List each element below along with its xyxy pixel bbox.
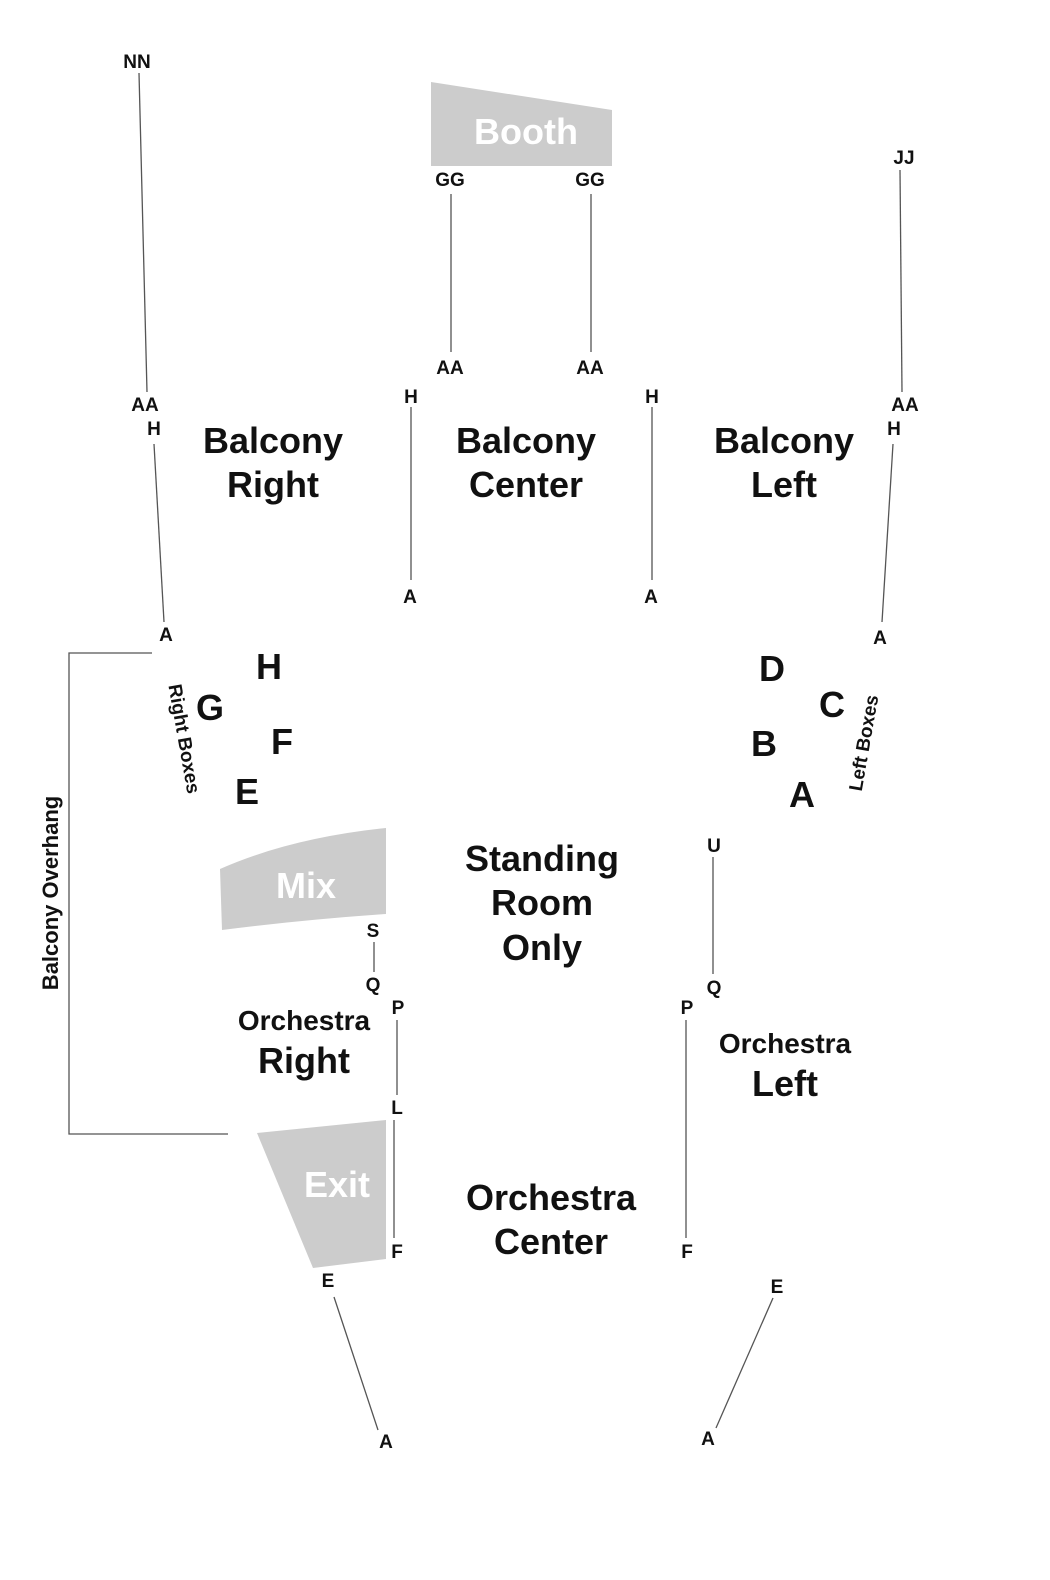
- row-marker-gg-left: GG: [435, 170, 465, 191]
- far-right-lower-line: [153, 443, 165, 623]
- row-marker-a-front-left: A: [379, 1432, 393, 1453]
- standing-line2: Room: [491, 882, 593, 923]
- exit-block: [257, 1120, 386, 1268]
- row-marker-gg-right: GG: [575, 170, 605, 191]
- row-marker-p-left: P: [681, 998, 694, 1019]
- row-marker-q-left: Q: [707, 978, 722, 999]
- row-marker-p-right: P: [392, 998, 405, 1019]
- row-marker-a-far-left: A: [873, 628, 887, 649]
- balcony-left-line2: Left: [751, 464, 817, 505]
- row-marker-h-center-left: H: [404, 387, 418, 408]
- far-right-upper-line: [138, 72, 148, 393]
- orchestra-left-line2: Left: [752, 1063, 818, 1104]
- row-marker-f-right: F: [681, 1242, 693, 1263]
- row-marker-a-front-right: A: [701, 1429, 715, 1450]
- left-boxes-label: Left Boxes: [846, 693, 884, 792]
- row-marker-h-center-right: H: [645, 387, 659, 408]
- row-marker-q-right: Q: [366, 975, 381, 996]
- row-marker-a-far-right: A: [159, 625, 173, 646]
- row-marker-a-center-right: A: [644, 587, 658, 608]
- row-marker-f-left: F: [391, 1242, 403, 1263]
- orchestra-left-line1: Orchestra: [719, 1028, 852, 1059]
- left-box-c: C: [819, 684, 845, 725]
- row-marker-aa-far-right: AA: [131, 395, 159, 416]
- standing-line3: Only: [502, 927, 582, 968]
- left-box-a: A: [789, 774, 815, 815]
- row-marker-u: U: [707, 836, 721, 857]
- front-left-line: [333, 1296, 379, 1431]
- balcony-right-line2: Right: [227, 464, 319, 505]
- orchestra-right-line1: Orchestra: [238, 1005, 371, 1036]
- standing-line1: Standing: [465, 838, 619, 879]
- row-marker-aa-far-left: AA: [891, 395, 919, 416]
- far-left-lower-line: [881, 443, 894, 623]
- row-marker-aa-center-left: AA: [436, 358, 464, 379]
- booth-block: [431, 82, 612, 166]
- mix-block: [220, 828, 386, 930]
- row-marker-e-right: E: [771, 1277, 784, 1298]
- balcony-left-line1: Balcony: [714, 420, 854, 461]
- right-box-e: E: [235, 771, 259, 812]
- row-marker-aa-center-right: AA: [576, 358, 604, 379]
- row-marker-jj: JJ: [893, 148, 914, 169]
- row-marker-a-center-left: A: [403, 587, 417, 608]
- orchestra-center-line1: Orchestra: [466, 1177, 637, 1218]
- exit-label: Exit: [304, 1164, 370, 1205]
- balcony-center-line1: Balcony: [456, 420, 596, 461]
- left-box-b: B: [751, 723, 777, 764]
- row-marker-l: L: [391, 1098, 403, 1119]
- row-marker-h-far-right: H: [147, 419, 161, 440]
- left-box-d: D: [759, 648, 785, 689]
- booth-label: Booth: [474, 111, 578, 152]
- right-box-f: F: [271, 721, 293, 762]
- front-right-line: [715, 1297, 774, 1429]
- row-marker-h-far-left: H: [887, 419, 901, 440]
- right-box-h: H: [256, 646, 282, 687]
- row-marker-e-left: E: [322, 1271, 335, 1292]
- balcony-overhang-bracket: [68, 652, 228, 1135]
- balcony-center-line2: Center: [469, 464, 583, 505]
- orchestra-center-line2: Center: [494, 1221, 608, 1262]
- far-left-upper-line: [899, 169, 903, 393]
- balcony-right-line1: Balcony: [203, 420, 343, 461]
- row-marker-nn: NN: [123, 52, 150, 73]
- right-box-g: G: [196, 687, 224, 728]
- orchestra-right-line2: Right: [258, 1040, 350, 1081]
- row-marker-s: S: [367, 921, 380, 942]
- mix-label: Mix: [276, 865, 336, 906]
- balcony-overhang-label: Balcony Overhang: [38, 796, 63, 990]
